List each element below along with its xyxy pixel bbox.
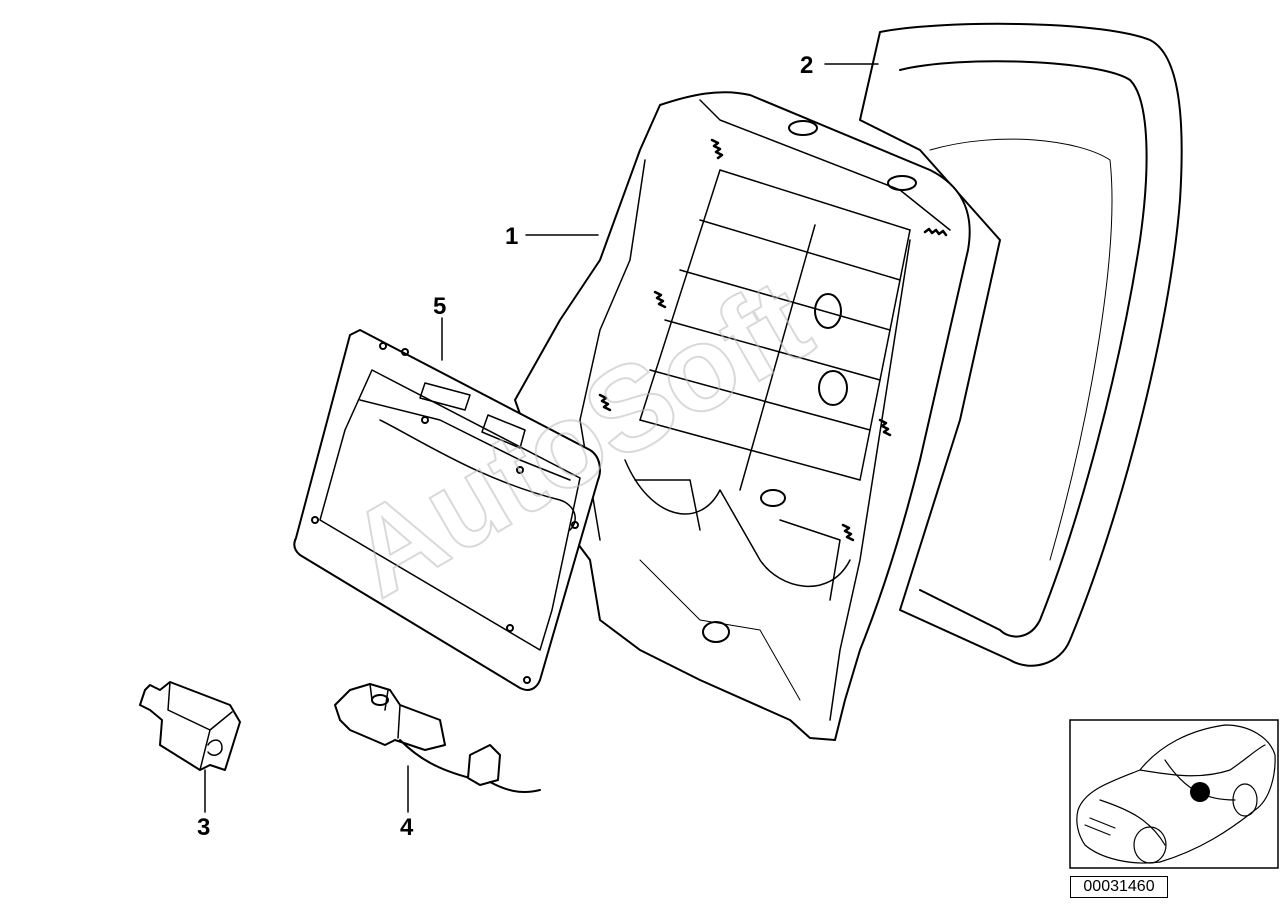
location-marker-icon [1190, 782, 1210, 802]
callout-part-3: 3 [197, 814, 210, 841]
seat-back-frame [514, 91, 971, 741]
module-part-3 [139, 681, 241, 771]
vehicle-location-inset [1069, 719, 1279, 869]
leader-lines [204, 63, 879, 813]
diagram-number: 00031460 [1070, 876, 1168, 898]
callout-part-2: 2 [800, 52, 813, 79]
callout-part-4: 4 [400, 814, 414, 841]
back-cover-panel [293, 329, 601, 691]
callout-part-1: 1 [505, 223, 518, 250]
car-outline-icon [1076, 724, 1276, 864]
actuator-part-4 [334, 683, 541, 793]
callout-part-5: 5 [433, 293, 446, 320]
seat-back-panel [859, 22, 1183, 667]
